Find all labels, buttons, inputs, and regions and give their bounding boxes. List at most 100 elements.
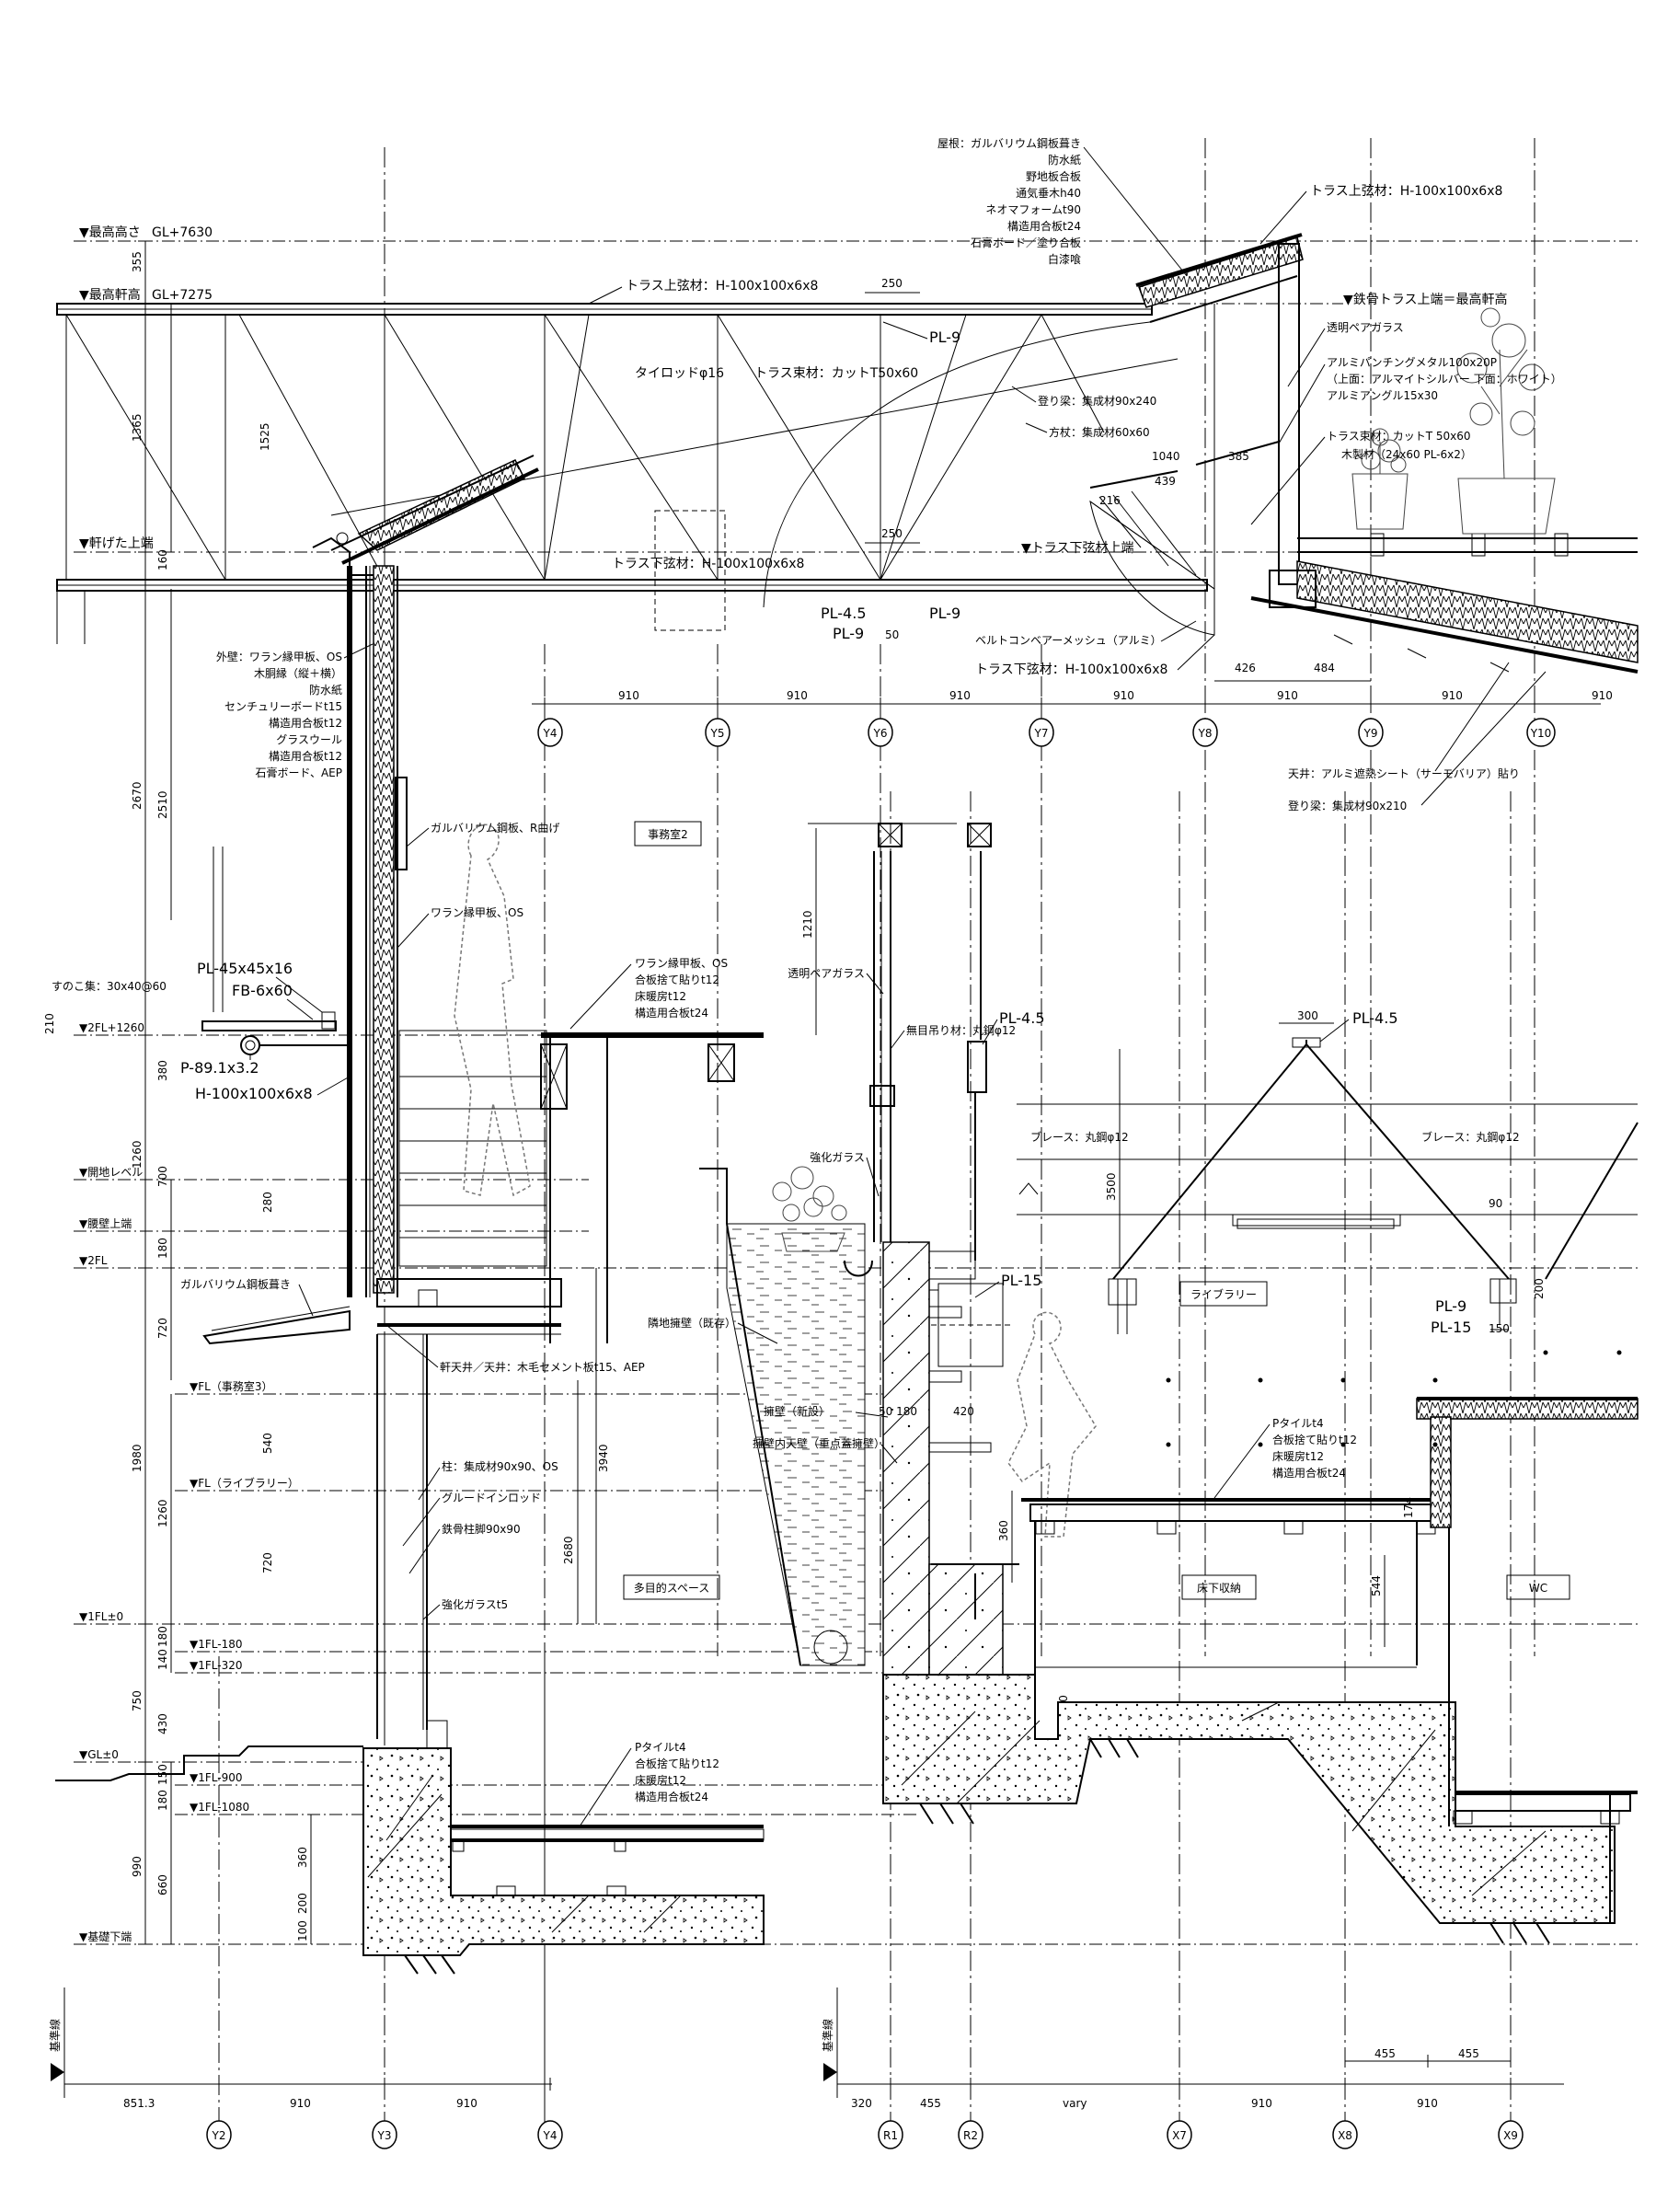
upper-axis-row: 910 910 910 910 910 910 910 Y4 Y5 Y6 Y7 … [532, 689, 1613, 747]
svg-text:構造用合板t12: 構造用合板t12 [269, 716, 342, 730]
level-gl: ▼GL±0 [79, 1748, 119, 1761]
svg-text:210: 210 [43, 1013, 56, 1034]
pl45-label: PL-4.5 [821, 605, 867, 622]
svg-text:420: 420 [953, 1405, 974, 1418]
axis-bubble-y10: Y10 [1526, 718, 1556, 747]
galv-r-label: ガルバリウム鋼板、R曲げ [431, 822, 559, 835]
bottom-left-axis-row: 基準線 851.3 910 910 Y2 Y3 Y4 [48, 1987, 563, 2149]
svg-text:屋根：ガルバリウム鋼板葺き: 屋根：ガルバリウム鋼板葺き [937, 137, 1081, 150]
svg-text:380: 380 [156, 1060, 169, 1081]
level-handrail-top: ▼腰壁上端 [79, 1216, 132, 1230]
level-1fl-900: ▼1FL-900 [190, 1771, 242, 1784]
pl9d-label: PL-9 [1435, 1297, 1466, 1315]
svg-text:90: 90 [1489, 1197, 1502, 1210]
svg-text:720: 720 [156, 1318, 169, 1339]
svg-text:250: 250 [881, 527, 903, 540]
svg-text:1525: 1525 [259, 422, 271, 451]
level-max-height-value: GL+7630 [152, 225, 213, 240]
axis-bubble-y9: Y9 [1358, 718, 1384, 747]
svg-text:910: 910 [618, 689, 639, 702]
pl9-label: PL-9 [929, 328, 960, 346]
svg-text:910: 910 [1592, 689, 1613, 702]
svg-text:3940: 3940 [597, 1444, 610, 1472]
level-steel-truss-top: ▼鉄骨トラス上端＝最高軒高 [1343, 292, 1508, 307]
room-office2: 事務室2 [648, 827, 688, 841]
svg-text:540: 540 [261, 1433, 274, 1454]
svg-text:385: 385 [1228, 450, 1249, 463]
centre-annotations: 透明ペアガラス 無目吊り材：丸鋼φ12 PL-4.5 強化ガラス ブレース：丸鋼… [648, 967, 1546, 1499]
truss-web-right: トラス束材：カットT 50x60 [1327, 430, 1471, 443]
level-max-eave: ▼最高軒高 [79, 287, 141, 303]
svg-text:750: 750 [131, 1690, 144, 1711]
svg-text:vary: vary [1063, 2097, 1087, 2110]
galv-roof-label: ガルバリウム鋼板葺き [180, 1278, 291, 1291]
svg-text:910: 910 [1442, 689, 1463, 702]
ref-line-left: 基準線 [48, 2019, 62, 2052]
level-labels: ▼最高高さ GL+7630 ▼最高軒高 GL+7275 ▼軒げた上端 ▼2FL+… [79, 225, 1508, 1943]
wood-truss-label: 木製材（24x60 PL-6x2） [1341, 448, 1472, 461]
svg-text:合板捨て貼りt12: 合板捨て貼りt12 [635, 973, 719, 986]
svg-text:910: 910 [1251, 2097, 1272, 2110]
svg-text:構造用合板t24: 構造用合板t24 [635, 1790, 708, 1803]
svg-text:通気垂木h40: 通気垂木h40 [1016, 186, 1081, 200]
svg-text:1260: 1260 [156, 1499, 169, 1527]
svg-text:320: 320 [851, 2097, 872, 2110]
punching-metal-3: アルミアングル15x30 [1327, 389, 1438, 402]
svg-text:1210: 1210 [801, 910, 814, 939]
ref-line-right: 基準線 [821, 2019, 834, 2052]
svg-text:構造用合板t24: 構造用合板t24 [1007, 219, 1081, 233]
room-wc: WC [1529, 1582, 1547, 1595]
glued-rod-label: グルードインロッド [442, 1492, 541, 1504]
svg-text:床暖房t12: 床暖房t12 [635, 1773, 686, 1787]
svg-text:180: 180 [156, 1790, 169, 1811]
brace2-label: ブレース：丸鋼φ12 [1421, 1130, 1520, 1144]
level-1fl-320: ▼1FL-320 [190, 1659, 242, 1672]
svg-text:910: 910 [1417, 2097, 1438, 2110]
svg-text:Pタイルt4: Pタイルt4 [1272, 1417, 1324, 1430]
svg-text:160: 160 [156, 549, 169, 570]
pl45b-label: PL-4.5 [999, 1009, 1045, 1027]
level-max-eave-value: GL+7275 [152, 288, 213, 303]
room-underfloor: 床下収納 [1197, 1582, 1241, 1595]
svg-text:700: 700 [156, 1166, 169, 1187]
bottom-right-axis-row: 基準線 320 455 vary 910 910 455 455 R1 R2 X… [821, 1987, 1564, 2149]
svg-text:合板捨て貼りt12: 合板捨て貼りt12 [1272, 1433, 1357, 1446]
svg-text:280: 280 [261, 1192, 274, 1213]
purlin-label: 方杖：集成材60x60 [1049, 425, 1150, 439]
axis-bubble-y7: Y7 [1029, 718, 1054, 747]
level-eave-top: ▼軒げた上端 [79, 536, 154, 551]
svg-text:X8: X8 [1338, 2129, 1352, 2142]
svg-text:100: 100 [296, 1920, 309, 1941]
pair-glass2-label: 透明ペアガラス [788, 967, 865, 980]
svg-text:300: 300 [1297, 1009, 1318, 1022]
room-labels: 事務室2 ライブラリー 多目的スペース 床下収納 WC [623, 821, 1570, 1600]
svg-text:910: 910 [1113, 689, 1134, 702]
axis-bubble-y2: Y2 [206, 2120, 232, 2149]
svg-text:3500: 3500 [1105, 1172, 1118, 1201]
svg-text:720: 720 [261, 1552, 274, 1573]
svg-text:355: 355 [131, 251, 144, 272]
svg-text:50 180: 50 180 [879, 1405, 917, 1418]
left-foundation [55, 1745, 765, 1975]
svg-text:Y4: Y4 [543, 2129, 558, 2142]
svg-text:Y6: Y6 [873, 727, 888, 740]
svg-text:426: 426 [1235, 662, 1256, 674]
svg-text:防水紙: 防水紙 [309, 683, 342, 697]
level-fl-library: ▼FL（ライブラリー） [190, 1476, 299, 1490]
svg-text:床暖房t12: 床暖房t12 [635, 989, 686, 1003]
svg-text:1040: 1040 [1152, 450, 1180, 463]
level-max-height: ▼最高高さ [79, 225, 141, 240]
room-office2-box [634, 821, 702, 847]
svg-text:グラスウール: グラスウール [276, 733, 342, 746]
svg-text:2510: 2510 [156, 790, 169, 819]
svg-text:X7: X7 [1172, 2129, 1187, 2142]
pl9c-label: PL-9 [929, 605, 960, 622]
axis-bubble-y5: Y5 [705, 718, 730, 747]
left-annotations: 外壁：ワラン縁甲板、OS 木胴縁（縦＋横） 防水紙 センチュリーボードt15 構… [52, 643, 728, 1827]
svg-text:Y2: Y2 [212, 2129, 226, 2142]
level-1fl: ▼1FL±0 [79, 1610, 123, 1623]
soffit-label: 軒天井／天井：木毛セメント板t15、AEP [440, 1361, 645, 1374]
svg-text:1980: 1980 [131, 1444, 144, 1472]
truss-bottom-right: トラス下弦材：H-100x100x6x8 [975, 662, 1167, 677]
